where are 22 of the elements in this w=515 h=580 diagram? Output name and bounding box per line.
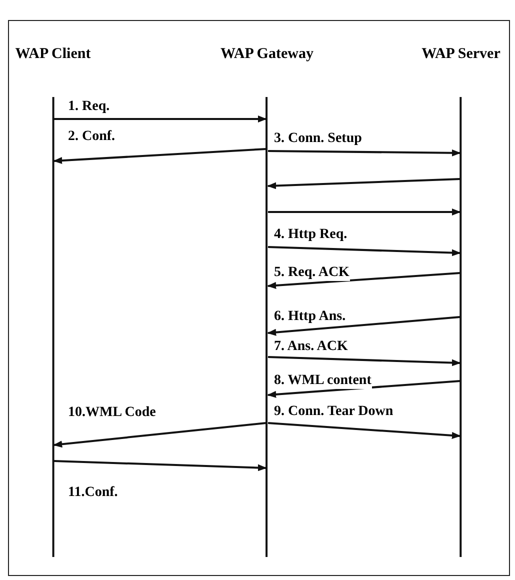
participant-label: WAP Server <box>422 45 500 63</box>
message-arrow <box>53 422 266 448</box>
message-arrow <box>268 422 461 440</box>
message-label: 5. Req. ACK <box>273 265 350 281</box>
message-label: 3. Conn. Setup <box>273 131 363 147</box>
participant-label: WAP Client <box>15 45 91 63</box>
message-arrow <box>54 116 267 122</box>
message-arrow <box>54 460 267 472</box>
message-arrow <box>267 178 460 190</box>
message-arrow <box>53 148 266 164</box>
message-label: 1. Req. <box>67 99 111 115</box>
message-arrow <box>267 380 460 398</box>
message-arrow <box>267 316 460 336</box>
message-label: 6. Http Ans. <box>273 309 347 325</box>
message-label: 8. WML content <box>273 373 372 389</box>
message-arrow <box>268 208 461 216</box>
message-label: 4. Http Req. <box>273 227 348 243</box>
message-arrow <box>267 272 460 290</box>
message-arrow <box>268 149 461 156</box>
message-arrow <box>268 246 461 256</box>
message-arrow <box>268 356 461 366</box>
participant-label: WAP Gateway <box>220 45 314 63</box>
